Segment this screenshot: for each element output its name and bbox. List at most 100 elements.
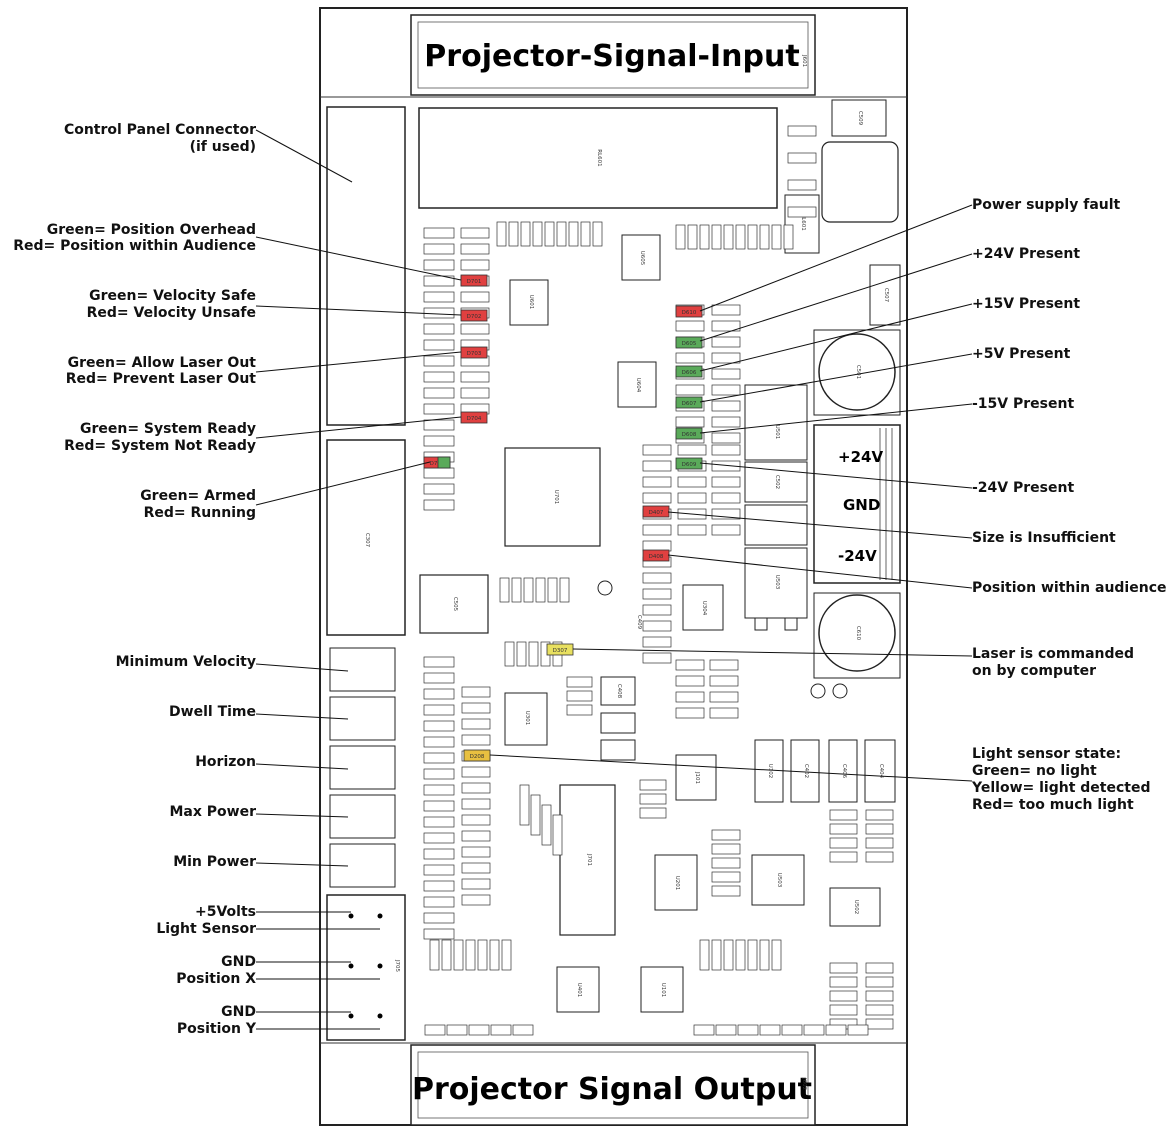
leader-line xyxy=(489,754,973,782)
callout-line: +15V Present xyxy=(972,296,1080,312)
led-ref: D703 xyxy=(467,351,482,357)
smd-pad xyxy=(735,939,746,971)
led-ref: D606 xyxy=(682,370,697,376)
smd-pad xyxy=(568,221,579,247)
smd-pad xyxy=(781,1024,803,1036)
led-d704: D704 xyxy=(460,411,488,424)
smd-pad xyxy=(677,444,707,456)
smd-pad xyxy=(477,939,488,971)
smd-pad xyxy=(530,794,541,836)
left-callout: Dwell Time xyxy=(169,704,256,720)
smd-pad xyxy=(541,804,552,846)
smd-pad xyxy=(423,896,455,908)
callout-line: Laser is commanded xyxy=(972,646,1134,662)
smd-pad xyxy=(461,782,491,794)
smd-pad xyxy=(423,768,455,780)
led-ref: D607 xyxy=(682,401,697,407)
callout-line: on by computer xyxy=(972,663,1096,679)
smd-pad xyxy=(461,830,491,842)
cap-c509 xyxy=(831,99,887,137)
leader-line xyxy=(255,713,349,720)
smd-pad xyxy=(423,371,455,383)
smd-pad xyxy=(829,837,858,849)
smd-pad xyxy=(461,686,491,698)
leader-line xyxy=(699,403,973,434)
callout-line: +5Volts xyxy=(195,904,256,920)
smd-pad xyxy=(865,809,894,821)
callout-line: +24V Present xyxy=(972,246,1080,262)
component-ref: C406 xyxy=(841,764,847,779)
leader-line xyxy=(699,462,973,489)
smd-pad xyxy=(829,976,858,988)
output-connector-title: Projector Signal Output xyxy=(412,1072,812,1107)
smd-pad xyxy=(523,577,534,603)
smd-pad xyxy=(552,814,563,856)
leader-line xyxy=(255,129,353,183)
callout-line: Position within audience xyxy=(972,580,1166,596)
signal-output-connector: Projector Signal Output J602 xyxy=(410,1044,816,1126)
callout-line: Position Y xyxy=(177,1021,257,1037)
right-callout: -15V Present xyxy=(972,396,1074,412)
smd-pad xyxy=(639,779,667,791)
callout-line: Red= Position within Audience xyxy=(13,238,256,254)
callout-line: -15V Present xyxy=(972,396,1074,412)
smd-pad xyxy=(699,224,710,250)
smd-pad xyxy=(711,885,741,897)
callout-line: Max Power xyxy=(170,804,257,820)
smd-pad xyxy=(460,323,490,335)
smd-pad xyxy=(642,492,672,504)
smd-pad xyxy=(711,304,741,316)
smd-pad xyxy=(771,224,782,250)
component-ref: U501 xyxy=(774,425,780,440)
callout-line: GND xyxy=(221,1004,256,1020)
smd-pad xyxy=(759,1024,781,1036)
left-callout: Min Power xyxy=(173,854,256,870)
leader-line xyxy=(699,253,973,342)
smd-pad xyxy=(423,880,455,892)
callout-line: Green= Allow Laser Out xyxy=(68,355,257,371)
smd-pad xyxy=(829,1004,858,1016)
smd-pad xyxy=(566,704,593,716)
led-d407: D407 xyxy=(642,505,670,518)
terminal-gnd: GND xyxy=(843,496,880,514)
smd-pad xyxy=(709,691,739,703)
smd-pad xyxy=(829,823,858,835)
smd-pad xyxy=(711,336,741,348)
smd-pad xyxy=(446,1024,468,1036)
smd-pad xyxy=(642,540,672,552)
callout-line: -24V Present xyxy=(972,480,1074,496)
smd-pad xyxy=(423,227,455,239)
callout-line: Green= Position Overhead xyxy=(47,222,256,238)
input-connector-ref: J601 xyxy=(801,54,807,67)
smd-pad xyxy=(460,243,490,255)
callout-line: Red= Prevent Laser Out xyxy=(66,371,257,387)
smd-pad xyxy=(468,1024,490,1036)
component-ref: RL601 xyxy=(596,149,602,166)
leader-line xyxy=(255,813,349,818)
smd-pad xyxy=(711,320,741,332)
smd-pad xyxy=(528,641,539,667)
smd-pad xyxy=(783,224,794,250)
leader-lines xyxy=(255,129,973,1030)
smd-pad xyxy=(642,636,672,648)
smd-pad xyxy=(423,387,455,399)
sensor-connector-j802 xyxy=(326,894,406,1041)
smd-pad xyxy=(711,857,741,869)
smd-pad xyxy=(642,524,672,536)
component-ref: U503 xyxy=(776,873,782,888)
cap-c505 xyxy=(869,264,901,326)
smd-pad xyxy=(865,962,894,974)
component-ref: U502 xyxy=(853,900,859,915)
terminal-plus-24v: +24V xyxy=(838,448,883,466)
ic-packages xyxy=(504,234,896,1013)
terminal-minus-24v: -24V xyxy=(838,547,877,565)
smd-pad xyxy=(711,492,741,504)
leader-line xyxy=(699,204,973,312)
smd-pad xyxy=(423,291,455,303)
smd-pad xyxy=(711,368,741,380)
component-ref: C502 xyxy=(774,475,780,489)
